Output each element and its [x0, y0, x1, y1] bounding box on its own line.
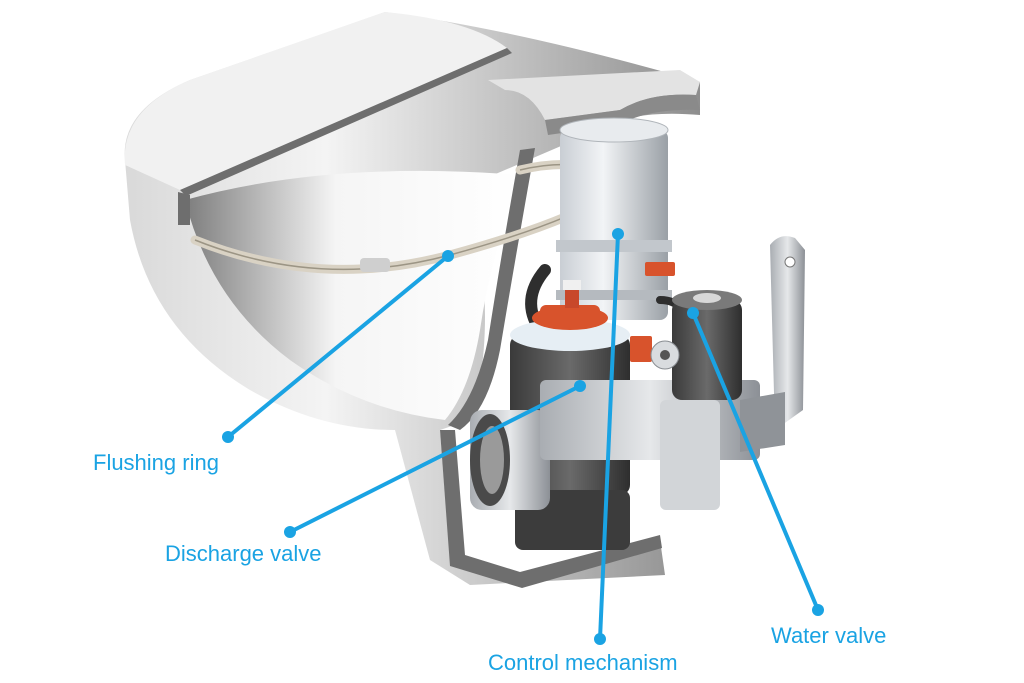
label-flushing-ring: Flushing ring: [93, 450, 219, 475]
label-water-valve: Water valve: [771, 623, 887, 648]
label-control-mechanism: Control mechanism: [488, 650, 678, 675]
label-discharge-valve: Discharge valve: [165, 541, 322, 566]
